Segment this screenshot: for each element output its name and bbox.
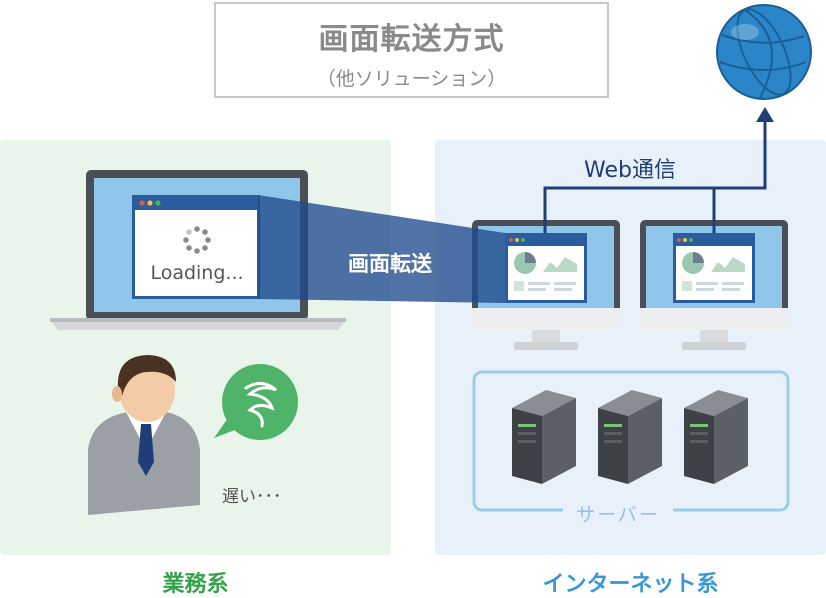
monitor-1 [472, 220, 620, 350]
monitor-2 [640, 220, 788, 350]
globe-icon [716, 4, 812, 100]
server-tower-icon [512, 390, 576, 484]
server-tower-icon [684, 390, 748, 484]
title-sub: （他ソリューション） [316, 68, 507, 90]
screen-transfer-label: 画面転送 [348, 252, 432, 276]
business-system-label: 業務系 [162, 572, 229, 597]
loading-spinner-icon [183, 226, 211, 254]
arrow-up-icon [756, 107, 774, 122]
internet-system-label: インターネット系 [542, 572, 719, 597]
web-communication-label: Web通信 [584, 158, 676, 183]
screen-transfer-beam [258, 195, 505, 303]
internet-system-area [435, 140, 826, 555]
title-main: 画面転送方式 [318, 22, 505, 57]
businessman-icon [88, 355, 200, 515]
title-box: 画面転送方式 （他ソリューション） [214, 2, 609, 98]
server-label: サーバー [563, 500, 673, 527]
loading-window [132, 195, 260, 299]
web-connector [543, 120, 767, 233]
slow-text: 遅い･･･ [222, 487, 282, 507]
confused-bubble-icon [214, 364, 298, 440]
loading-text: Loading... [150, 262, 244, 284]
server-tower-icon [598, 390, 662, 484]
